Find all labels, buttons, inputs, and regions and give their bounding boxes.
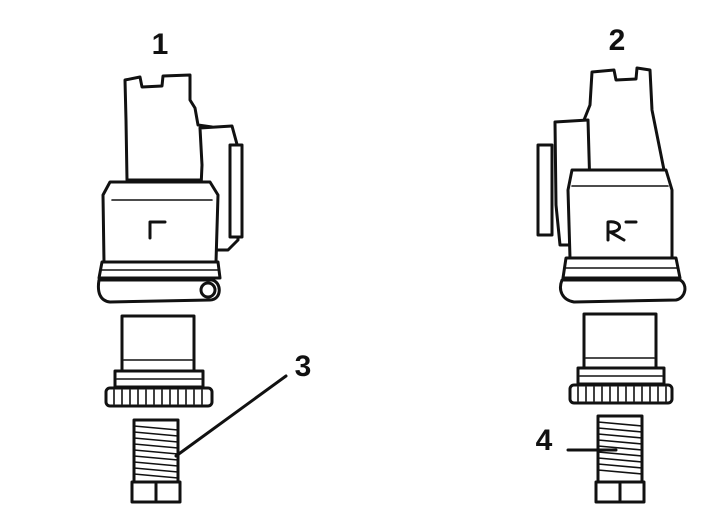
right-filter-cap	[582, 312, 658, 370]
left-l-mark	[148, 220, 167, 240]
callout-2: 2	[609, 24, 626, 57]
callout-1: 1	[152, 28, 169, 61]
right-connector-plate	[536, 143, 554, 237]
callout-4: 4	[536, 424, 553, 457]
right-tip	[559, 278, 687, 304]
leader-line-3	[174, 374, 288, 458]
right-injector-assembly	[536, 66, 687, 504]
right-r-mark	[606, 220, 638, 242]
left-tip	[96, 278, 221, 304]
callout-3: 3	[295, 350, 312, 383]
left-connector-plate	[228, 143, 244, 239]
left-screw-head	[130, 480, 182, 504]
left-upper-body	[123, 73, 216, 182]
left-filter-cap	[120, 314, 196, 373]
right-main-body	[566, 168, 674, 260]
left-injector-assembly	[96, 73, 244, 504]
right-upper-body	[578, 66, 666, 172]
left-spring	[132, 418, 180, 484]
right-screw-head	[594, 480, 646, 504]
right-knurled-ring	[568, 383, 674, 405]
